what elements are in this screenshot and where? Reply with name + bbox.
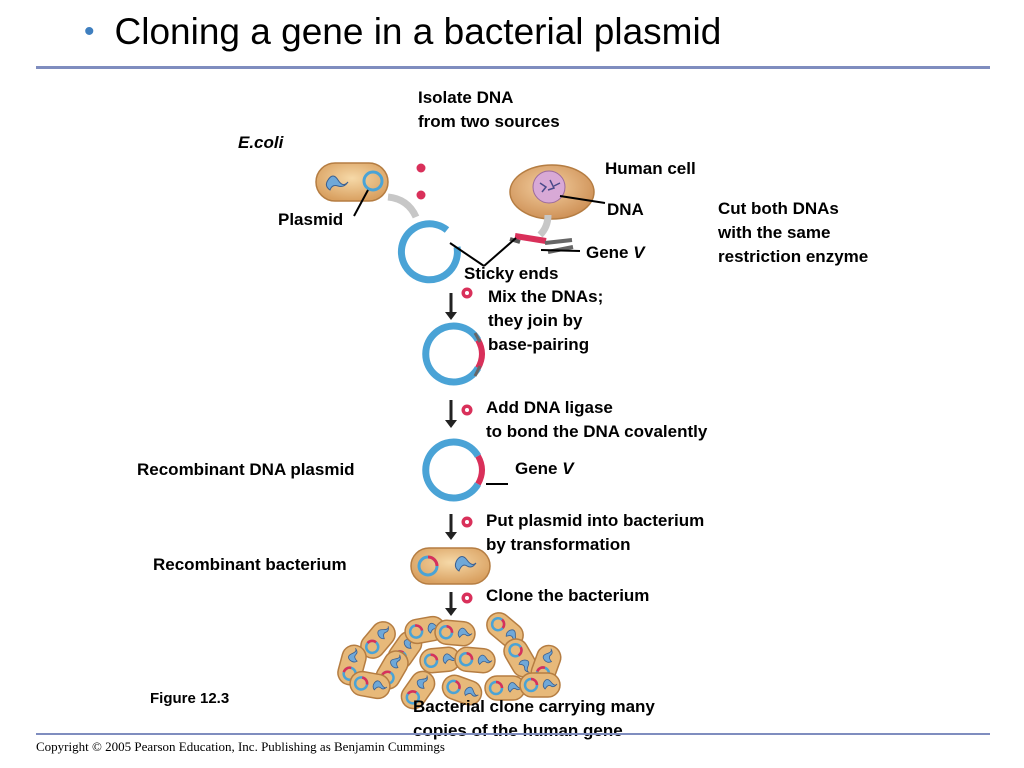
copyright-text: Copyright © 2005 Pearson Education, Inc.… — [36, 739, 445, 754]
mix-dnas-label: Mix the DNAs; they join by base-pairing — [488, 287, 604, 354]
human-cell-label: Human cell — [605, 159, 696, 178]
enzyme-dot — [416, 190, 426, 200]
sticky-ends-label: Sticky ends — [464, 264, 559, 283]
clone-cell — [454, 646, 496, 674]
dna-label: DNA — [607, 200, 644, 219]
recombinant-bacterium — [410, 547, 491, 585]
isolate-arrow — [537, 214, 552, 238]
ecoli-label: E.coli — [238, 133, 284, 152]
plasmid-ring — [397, 220, 461, 284]
slide-title: Cloning a gene in a bacterial plasmid — [114, 11, 722, 52]
human-cell — [509, 164, 595, 220]
dna-pointer — [559, 195, 606, 204]
clone-cell — [441, 674, 483, 706]
gene-v-label: Gene V — [515, 459, 574, 478]
ecoli-cell — [315, 162, 389, 202]
bacterial-clone-colony — [337, 612, 562, 710]
figure-label: Figure 12.3 — [150, 690, 230, 707]
clone-cell — [484, 675, 526, 701]
clone-cell — [419, 646, 461, 674]
plasmid-pointer — [353, 189, 369, 217]
sticky-ends-pointer — [449, 242, 485, 267]
add-ligase-label: Add DNA ligase to bond the DNA covalentl… — [486, 398, 708, 441]
title-divider — [36, 66, 990, 69]
clone-cell — [434, 619, 476, 647]
recombinant-plasmid-label: Recombinant DNA plasmid — [137, 460, 355, 479]
transformation-label: Put plasmid into bacterium by transforma… — [486, 511, 705, 554]
plasmid-label: Plasmid — [278, 210, 344, 229]
footer-divider — [36, 733, 990, 735]
cut-dna-label: Cut both DNAs with the same restriction … — [718, 199, 869, 266]
isolate-arrow — [387, 193, 420, 219]
recombinant-bacterium-label: Recombinant bacterium — [153, 555, 347, 574]
base-paired-plasmid — [422, 322, 482, 386]
recombinant-plasmid — [422, 438, 482, 502]
clone-cell — [503, 638, 537, 678]
enzyme-dot — [416, 163, 426, 173]
gene-v-pointer — [540, 249, 581, 252]
clone-cell — [519, 672, 561, 698]
isolate-dna-label: Isolate DNA from two sources — [418, 88, 560, 131]
slide-title-row: • Cloning a gene in a bacterial plasmid — [84, 8, 721, 56]
sticky-ends-pointer — [483, 237, 517, 267]
clone-cell — [400, 670, 436, 710]
bacterial-clone-label: Bacterial clone carrying many copies of … — [413, 697, 655, 740]
clone-cell — [349, 670, 391, 700]
clone-bacterium-label: Clone the bacterium — [486, 586, 650, 605]
gene-v-label: Gene V — [586, 243, 645, 262]
bullet-icon: • — [84, 15, 95, 48]
